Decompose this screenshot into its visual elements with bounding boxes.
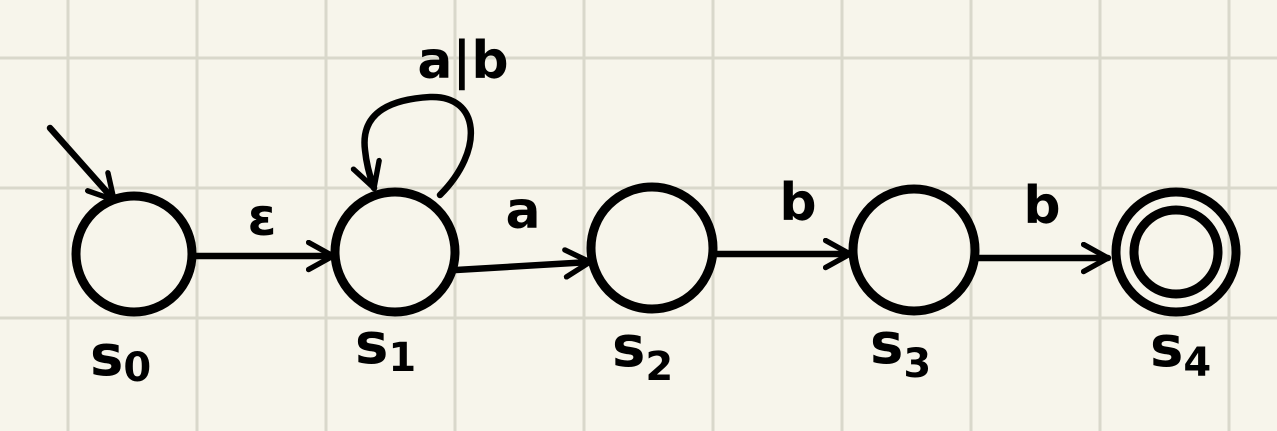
label-self-loop-s1: a|b [417, 31, 508, 91]
state-s0 [71, 191, 197, 317]
label-s0-s1: ε [248, 188, 277, 248]
state-name-s2: s2 [612, 315, 673, 390]
state-s2 [586, 182, 718, 314]
state-name-s3: s3 [870, 312, 931, 387]
transition-s1-s2 [452, 247, 594, 280]
state-s4-outer-ring [1111, 187, 1241, 317]
state-name-s0: s0 [90, 324, 151, 391]
self-loop-s1 [350, 93, 475, 199]
start-arrow [46, 124, 118, 204]
label-s3-s4: b [1023, 176, 1060, 236]
state-s4 [1111, 187, 1241, 317]
state-s3 [848, 184, 980, 316]
state-s1 [330, 187, 460, 317]
state-name-s4: s4 [1150, 315, 1211, 386]
state-name-s1: s1 [355, 312, 416, 381]
state-s4-accepting-ring [1129, 205, 1223, 299]
label-s1-s2: a [505, 181, 540, 241]
label-s2-s3: b [779, 173, 816, 233]
